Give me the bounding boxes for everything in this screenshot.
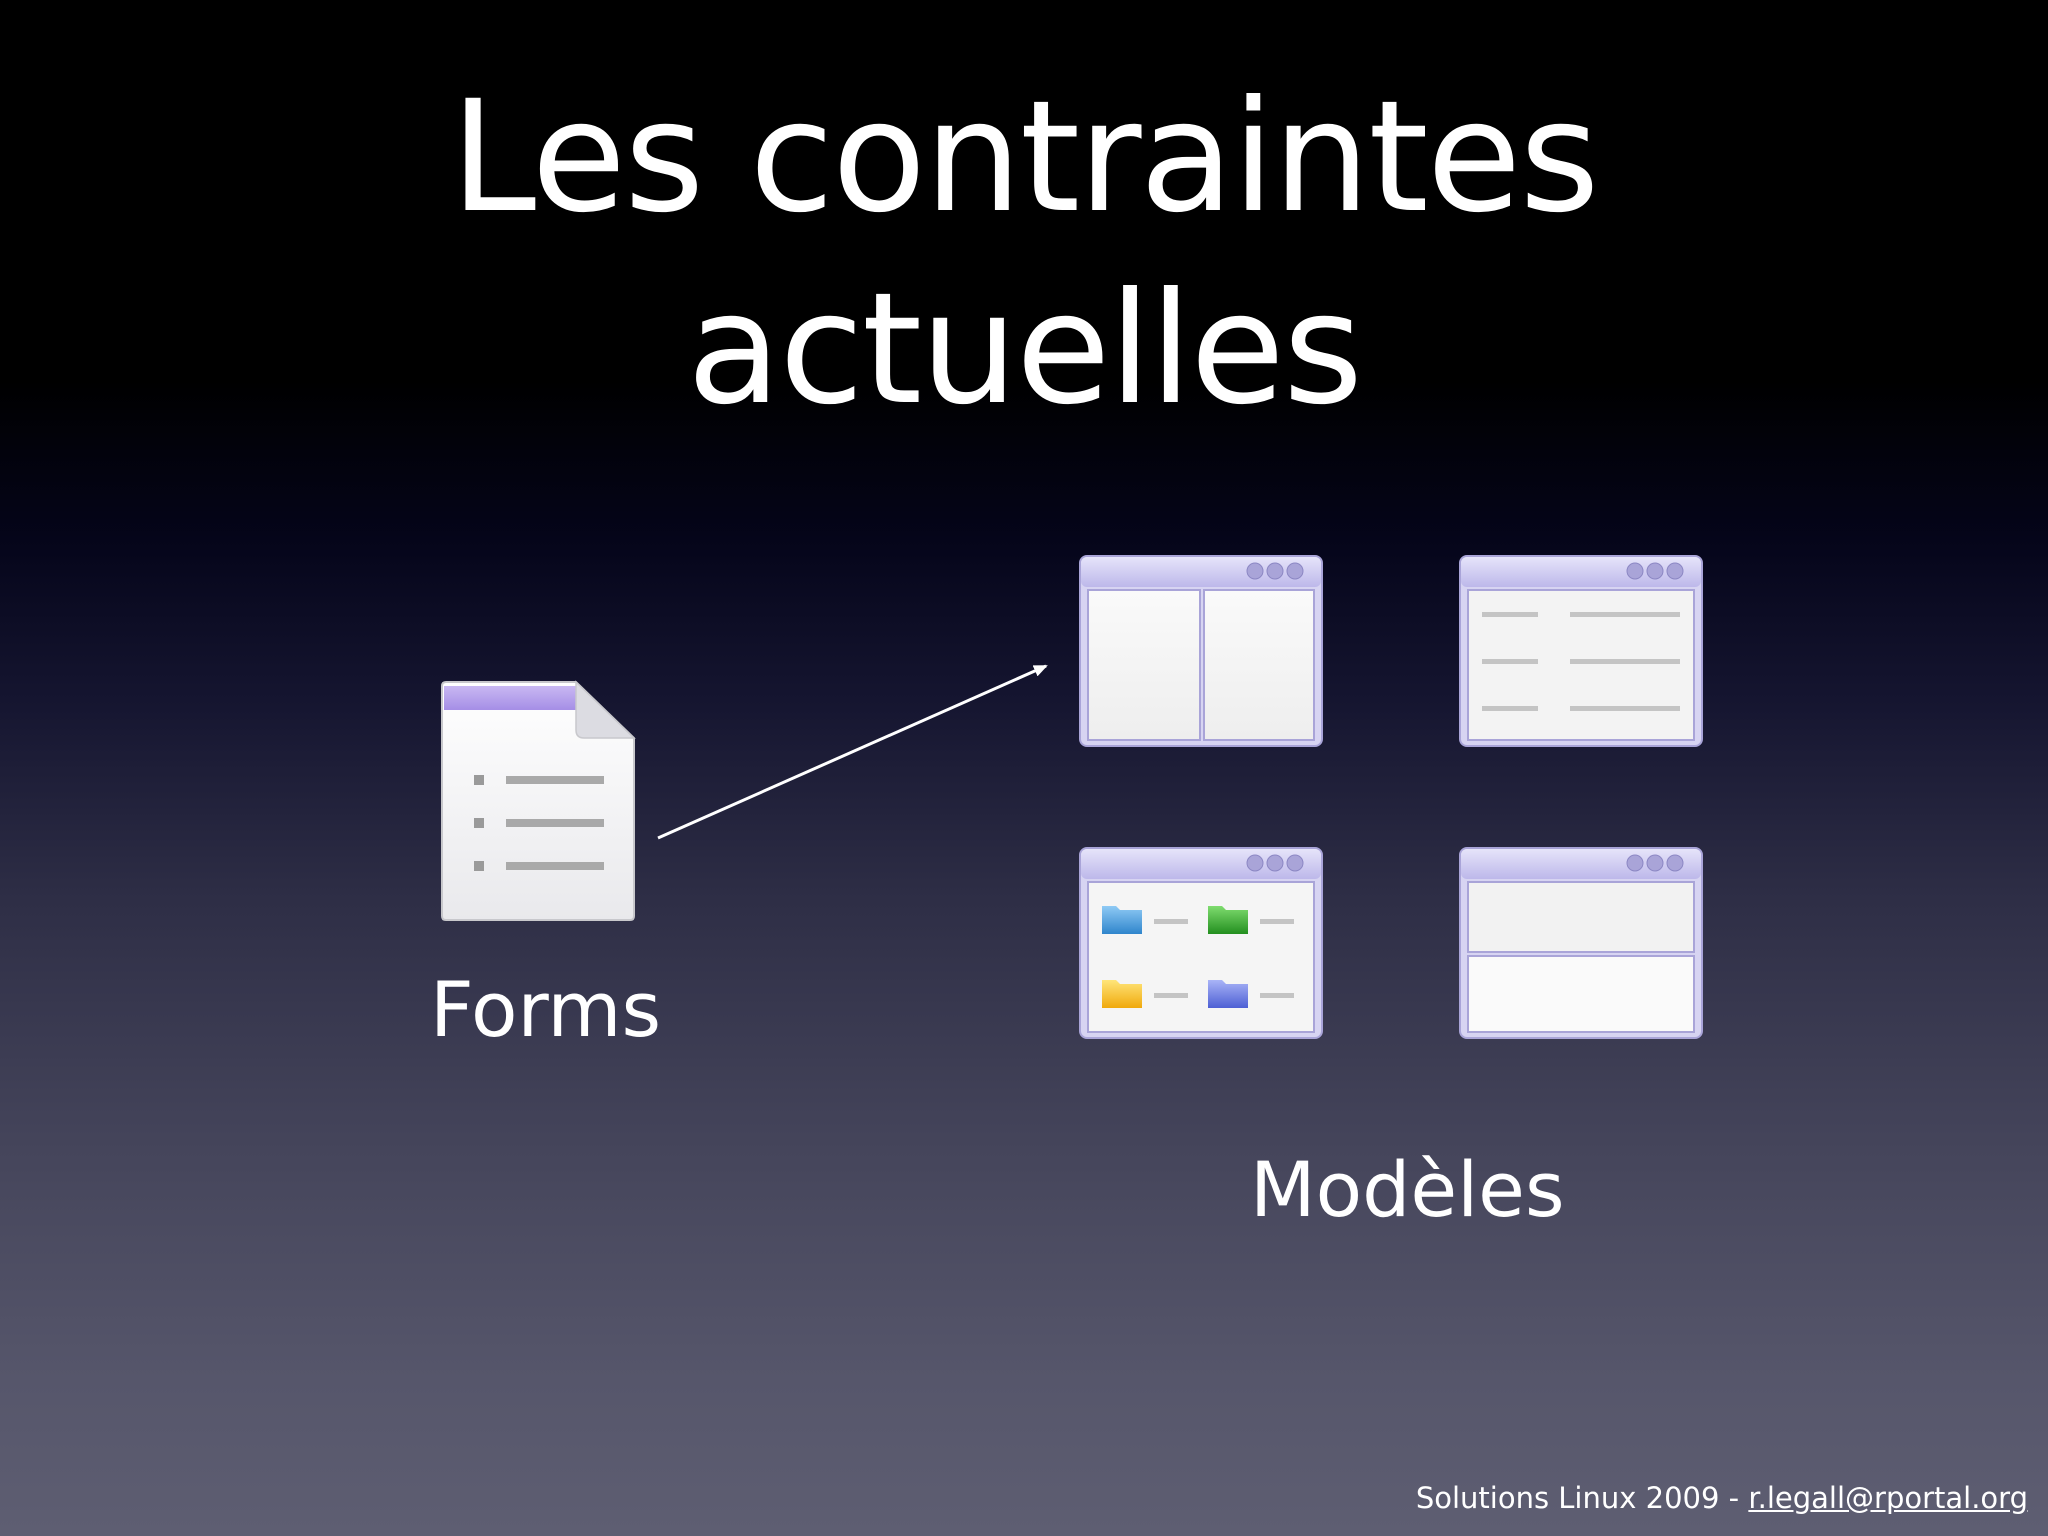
template-stacked-pane-window-icon [1458, 846, 1704, 1042]
slide-title-line-1: Les contraintes [450, 68, 1599, 247]
template-list-window-icon [1458, 554, 1704, 750]
slide-title-line-2: actuelles [686, 260, 1363, 439]
forms-label: Forms [430, 965, 662, 1054]
form-document-icon [438, 680, 638, 925]
models-label: Modèles [1250, 1145, 1565, 1234]
footer: Solutions Linux 2009 - r.legall@rportal.… [1416, 1478, 2028, 1518]
footer-email-link[interactable]: r.legall@rportal.org [1748, 1481, 2028, 1515]
footer-text: Solutions Linux 2009 - [1415, 1481, 1749, 1515]
template-folders-window-icon [1078, 846, 1324, 1042]
template-split-pane-window-icon [1078, 554, 1324, 750]
slide-title: Les contraintes actuelles [0, 62, 2048, 446]
